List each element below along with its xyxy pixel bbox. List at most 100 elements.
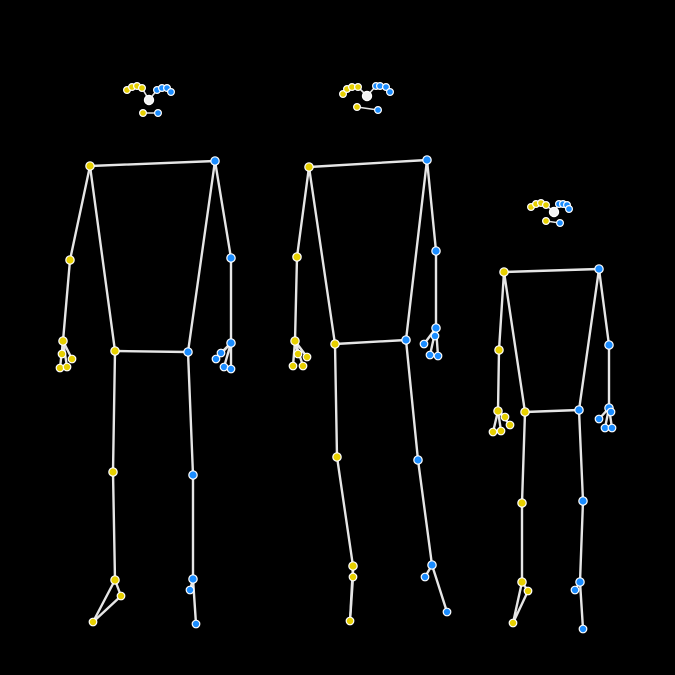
joint-left-le [65,255,75,265]
face-left-point-0 [339,89,348,98]
face-right-point-3 [167,87,176,96]
bone-rs-re [425,158,438,253]
figure-left-skeleton [55,81,236,629]
face-left-point-3 [138,83,147,92]
bone-ls-rs [502,267,601,274]
bone-ls-lh [502,270,527,414]
face-center-point [548,206,560,218]
bone-ls-le [295,165,311,259]
joint-left-hand-0 [488,427,498,437]
joint-left-le [494,345,504,355]
bone-lh-rh [113,349,190,354]
face-right-point-4 [154,108,163,117]
face-right-point-3 [564,205,573,214]
joint-left-la [348,561,358,571]
bone-le-lw [61,258,72,343]
face-left-point-3 [541,201,550,210]
joint-left-foot-1 [348,572,358,582]
bone-right-heel [191,577,198,626]
face-right-point-4 [555,219,564,228]
joint-right-hand-1 [226,364,236,374]
joint-left-hand-0 [288,361,298,371]
joint-right-foot-0 [578,624,588,634]
bone-lh-lk [520,410,527,505]
bone-left-foot [511,589,530,625]
bone-left-foot [91,594,123,624]
joint-right-rs [422,155,432,165]
joint-left-hand-3 [57,349,67,359]
joint-right-hand-3 [430,331,440,341]
joint-left-ls [85,161,95,171]
bone-ls-rs [88,159,217,168]
joint-right-ra [427,560,437,570]
face-left-point-3 [354,82,363,91]
face-center-point [361,90,373,102]
joint-left-lw [58,336,68,346]
joint-left-lh [110,346,120,356]
joint-right-hand-2 [607,423,617,433]
joint-right-hand-3 [606,407,616,417]
joint-left-hand-2 [505,420,515,430]
joint-right-hand-1 [425,350,435,360]
joint-right-rh [401,335,411,345]
figure-right-skeleton [488,199,617,634]
joint-left-ls [499,267,509,277]
joint-left-foot-0 [508,618,518,628]
joint-right-rk [188,470,198,480]
joint-right-hand-0 [594,414,604,424]
joint-left-le [292,252,302,262]
joint-left-la [110,575,120,585]
joint-left-hand-2 [67,354,77,364]
bone-ls-le [497,270,506,352]
bone-left-heel [91,578,117,624]
joint-left-lw [493,406,503,416]
bone-rs-rh [186,159,217,354]
joint-left-hand-3 [293,349,303,359]
joint-left-hand-1 [62,362,72,372]
joint-right-rs [210,156,220,166]
joint-right-hand-2 [433,351,443,361]
bone-lk-la [111,470,117,582]
face-right-point-4 [374,105,383,114]
bone-rs-rh [577,267,601,412]
face-left-point-4 [139,108,148,117]
joint-left-hand-0 [55,363,65,373]
joint-right-hand-3 [216,348,226,358]
joint-right-rw [226,338,236,348]
joint-left-lk [517,498,527,508]
joint-right-rh [574,405,584,415]
joint-right-re [226,253,236,263]
joint-left-hand-1 [496,426,506,436]
bone-left-foot [348,575,355,623]
joint-left-foot-0 [88,617,98,627]
joint-right-foot-1 [185,585,195,595]
bone-le-lw [496,348,501,413]
joint-right-foot-0 [191,619,201,629]
bone-rk-ra [578,499,585,584]
joint-left-hand-3 [500,412,510,422]
bone-rs-re [597,267,611,347]
face-right-point-3 [386,87,395,96]
joint-left-foot-1 [523,586,533,596]
joint-left-lh [330,339,340,349]
bone-rs-rh [404,158,429,342]
joint-left-lh [520,407,530,417]
joint-right-re [604,340,614,350]
bone-rh-rk [186,350,195,477]
bone-right-heel [430,563,449,614]
joint-left-la [517,577,527,587]
joint-right-ra [188,574,198,584]
joint-left-ls [304,162,314,172]
bone-ls-lh [88,164,117,353]
joint-right-re [431,246,441,256]
bone-rh-rk [404,338,420,462]
bone-right-heel [578,580,585,631]
bone-ls-lh [307,165,337,346]
bone-le-lw [293,255,299,343]
joint-right-ra [575,577,585,587]
bone-ls-le [68,164,92,262]
face-right-point-2 [382,82,391,91]
joint-right-hand-2 [211,354,221,364]
joint-left-foot-1 [116,591,126,601]
